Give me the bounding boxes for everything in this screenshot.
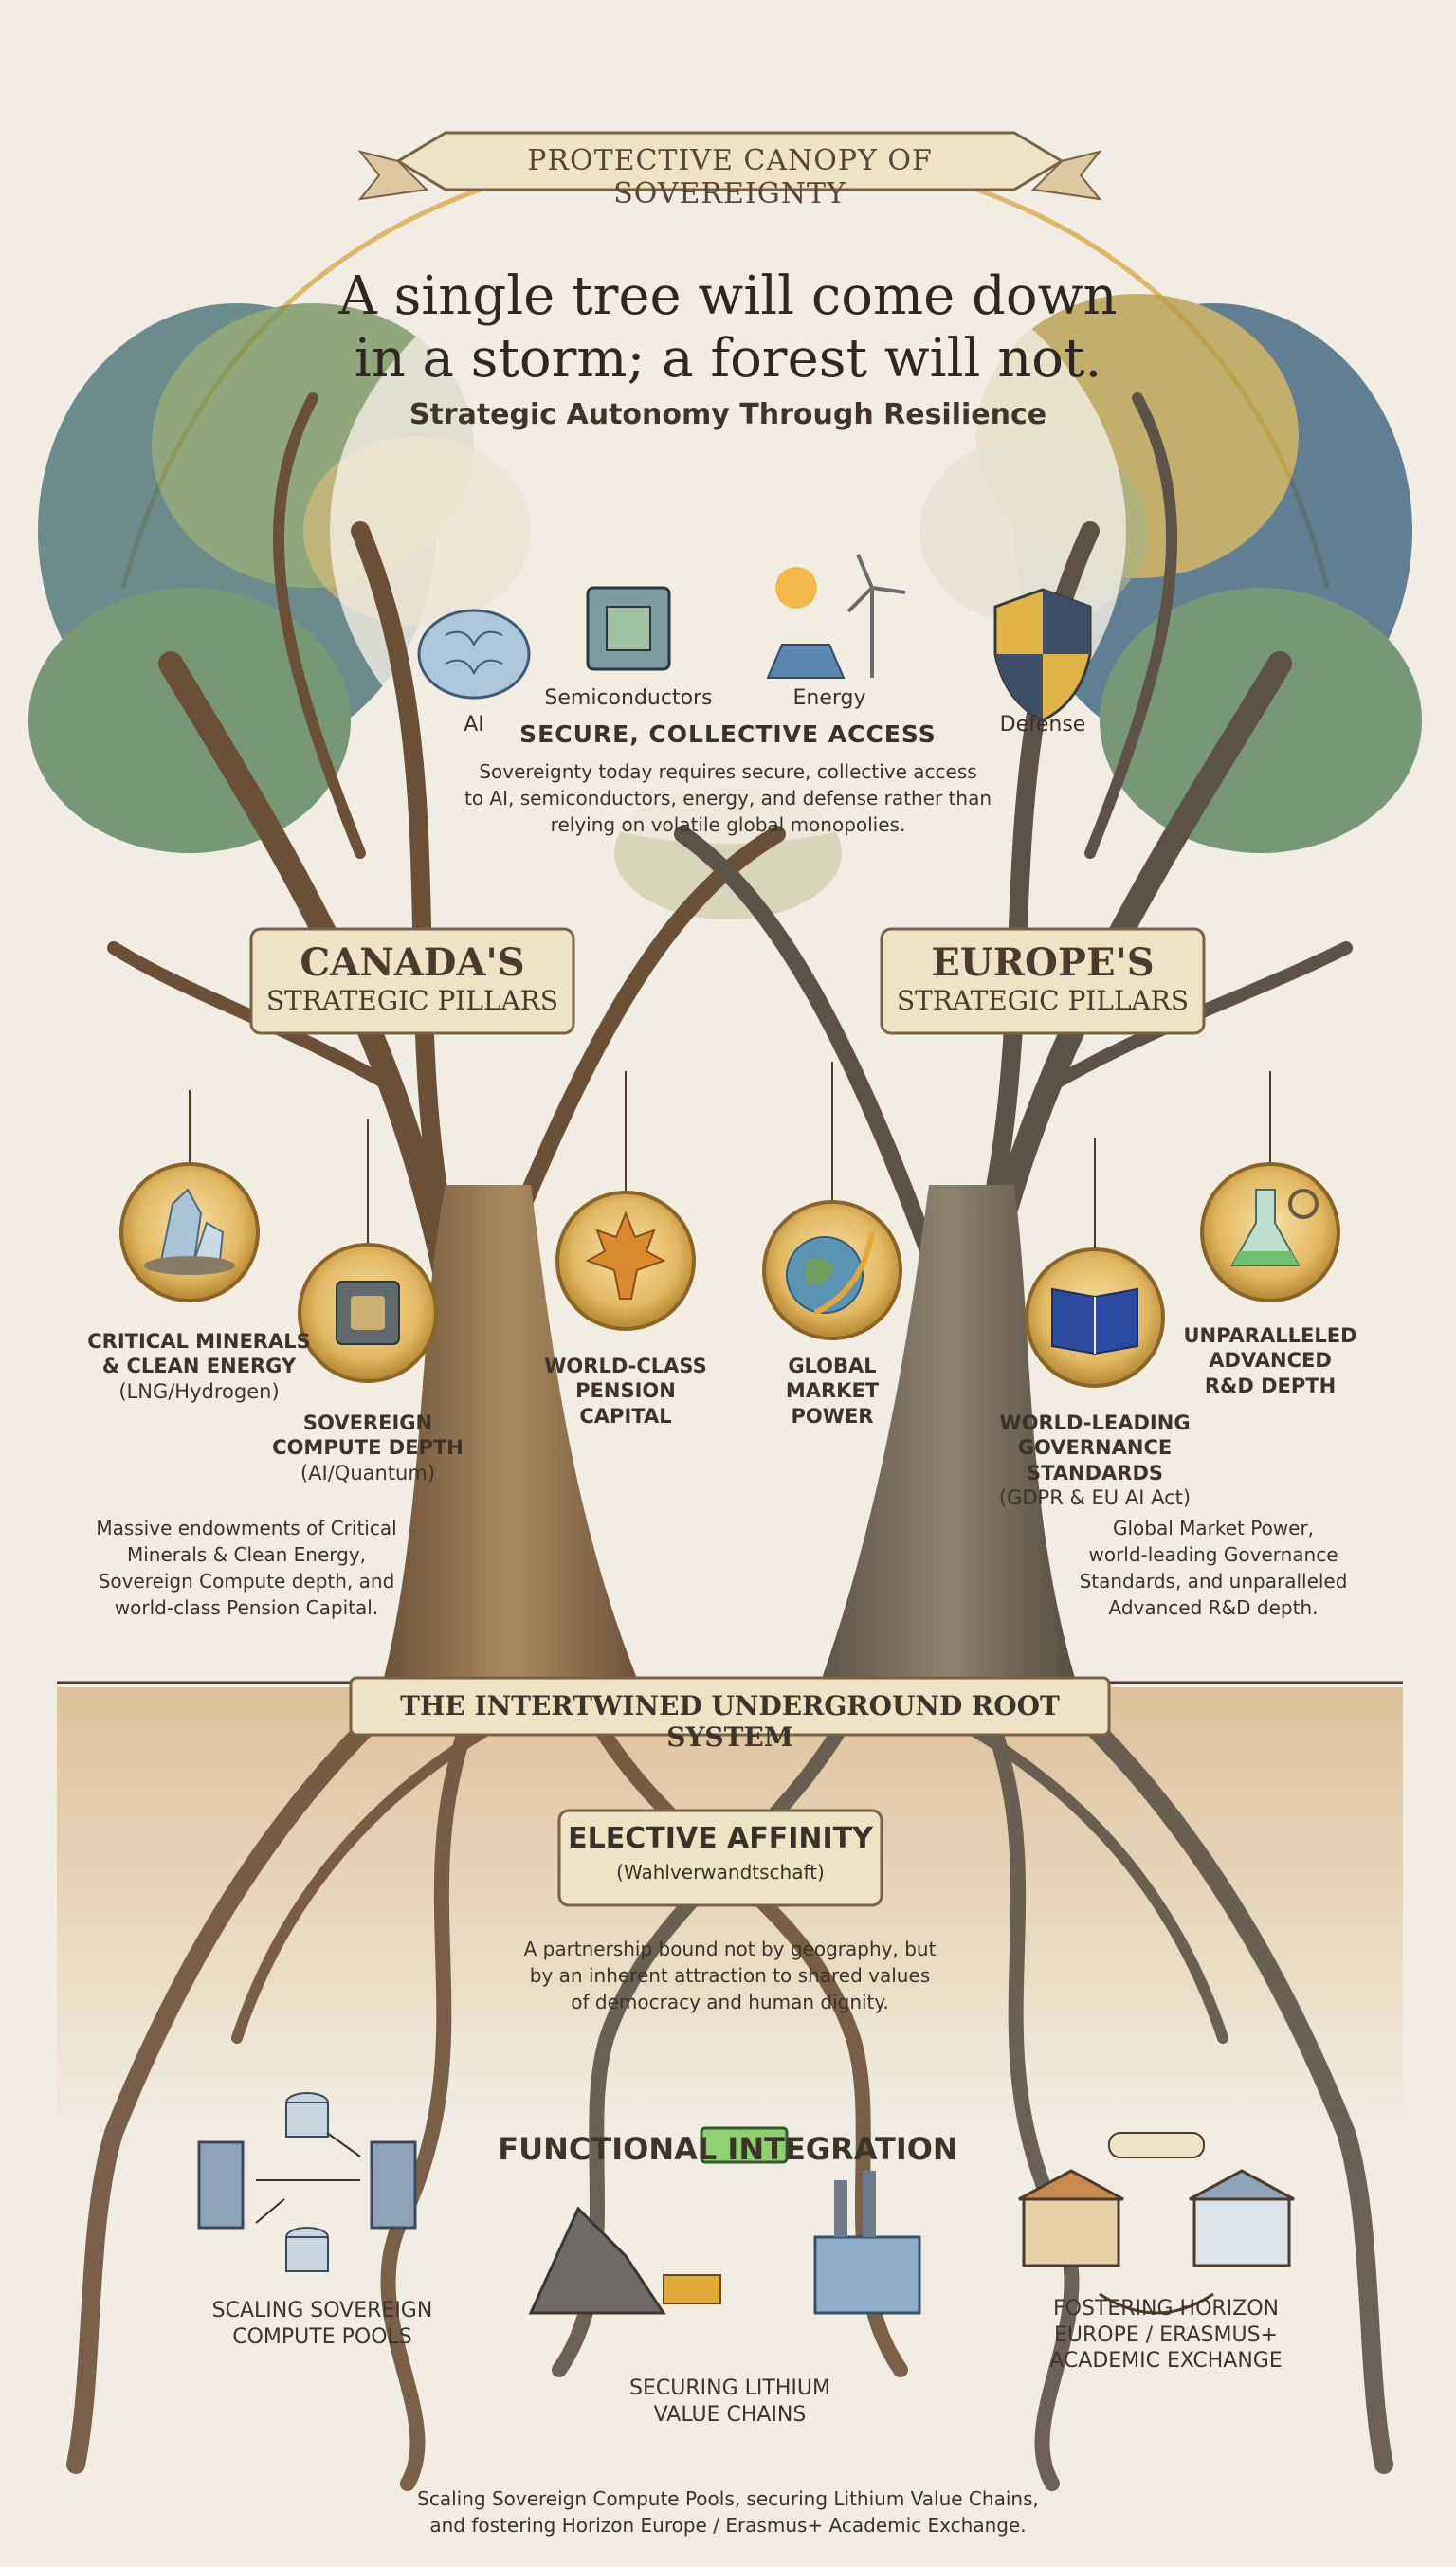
canada-summary-line-1: Massive endowments of Critical — [96, 1517, 397, 1539]
ai-label: AI — [464, 713, 484, 737]
medal-5-line-2: GOVERNANCE — [1017, 1436, 1173, 1460]
integration-3-line-1: FOSTERING HORIZON — [1052, 2297, 1280, 2321]
defense-label: Defense — [999, 713, 1086, 737]
europe-banner-title: EUROPE'S STRATEGIC PILLARS — [882, 940, 1204, 1016]
medal-5-line-3: STANDARDS — [1026, 1461, 1164, 1484]
medal-5-line-1: WORLD-LEADING — [999, 1411, 1191, 1434]
medal-label-global-market: GLOBAL MARKET POWER — [747, 1354, 918, 1429]
medal-6-line-3: R&D DEPTH — [1204, 1374, 1337, 1397]
canada-banner-scroll — [249, 927, 575, 1035]
europe-banner-scroll — [880, 927, 1206, 1035]
medal-4-line-1: GLOBAL — [788, 1355, 877, 1377]
headline-line-1: A single tree will come down — [338, 265, 1118, 327]
canada-summary-line-2: Minerals & Clean Energy, — [126, 1543, 367, 1566]
access-heading: SECURE, COLLECTIVE ACCESS — [519, 720, 937, 748]
europe-banner-line-1: EUROPE'S — [931, 940, 1155, 985]
medal-1-line-1: CRITICAL MINERALS — [87, 1330, 311, 1353]
brain-icon — [417, 609, 531, 700]
semiconductors-label: Semiconductors — [544, 686, 713, 710]
medal-4-line-3: POWER — [791, 1404, 874, 1428]
affinity-title: ELECTIVE AFFINITY (Wahlverwandtschaft) — [559, 1822, 882, 1884]
integration-3-line-3: ACADEMIC EXCHANGE — [1049, 2349, 1283, 2373]
medal-label-rd-depth: UNPARALLELED ADVANCED R&D DEPTH — [1166, 1323, 1374, 1398]
medal-pension-capital — [555, 1191, 696, 1331]
medal-5-line-4: (GDPR & EU AI Act) — [998, 1485, 1192, 1509]
affinity-title-text: ELECTIVE AFFINITY — [568, 1822, 873, 1855]
affinity-description: A partnership bound not by geography, bu… — [455, 1936, 1005, 2015]
medal-2-line-1: SOVEREIGN — [302, 1411, 433, 1434]
medal-sovereign-compute — [298, 1243, 438, 1383]
server-network-icon — [197, 2092, 417, 2272]
access-description-line-2: to AI, semiconductors, energy, and defen… — [464, 787, 992, 810]
solar-wind-icon — [766, 554, 906, 679]
medal-rd-depth — [1200, 1162, 1340, 1302]
medal-3-line-1: WORLD-CLASS — [544, 1355, 707, 1377]
europe-summary-line-1: Global Market Power, — [1112, 1517, 1315, 1539]
europe-summary-line-2: world-leading Governance — [1088, 1543, 1338, 1566]
medal-label-governance-standards: WORLD-LEADING GOVERNANCE STANDARDS (GDPR… — [967, 1411, 1223, 1510]
europe-summary-line-3: Standards, and unparalleled — [1079, 1570, 1348, 1593]
medal-4-line-2: MARKET — [785, 1379, 880, 1403]
integration-label-lithium: SECURING LITHIUM VALUE CHAINS — [607, 2376, 853, 2428]
medal-6-line-2: ADVANCED — [1209, 1349, 1332, 1373]
medal-global-market — [762, 1200, 902, 1340]
lithium-chain-icon — [528, 2126, 921, 2315]
canada-summary: Massive endowments of Critical Minerals … — [85, 1515, 408, 1621]
medal-3-line-3: CAPITAL — [579, 1404, 672, 1428]
integration-label-compute-pools: SCALING SOVEREIGN COMPUTE POOLS — [190, 2298, 455, 2350]
integration-1-line-1: SCALING SOVEREIGN — [211, 2299, 433, 2322]
shield-icon — [993, 588, 1092, 722]
europe-summary: Global Market Power, world-leading Gover… — [1052, 1515, 1374, 1621]
europe-summary-line-4: Advanced R&D depth. — [1108, 1596, 1319, 1619]
integration-1-line-2: COMPUTE POOLS — [232, 2324, 412, 2349]
canada-summary-line-3: Sovereign Compute depth, and — [98, 1570, 395, 1593]
affinity-description-line-3: of democracy and human dignity. — [571, 1991, 889, 2013]
chip-icon — [586, 586, 671, 671]
medal-1-line-3: (LNG/Hydrogen) — [118, 1379, 280, 1403]
canopy-banner-title: PROTECTIVE CANOPY OF SOVEREIGNTY — [527, 144, 933, 210]
canada-banner-title: CANADA'S STRATEGIC PILLARS — [251, 940, 573, 1016]
medal-critical-minerals — [119, 1162, 260, 1302]
functional-heading: FUNCTIONAL INTEGRATION — [498, 2131, 958, 2167]
footer-line-2: and fostering Horizon Europe / Erasmus+ … — [429, 2514, 1027, 2537]
affinity-scroll — [557, 1809, 883, 1907]
integration-label-academic-exchange: FOSTERING HORIZON EUROPE / ERASMUS+ ACAD… — [1024, 2296, 1308, 2375]
medal-label-sovereign-compute: SOVEREIGN COMPUTE DEPTH (AI/Quantum) — [254, 1411, 482, 1485]
access-description-line-1: Sovereignty today requires secure, colle… — [479, 760, 977, 783]
affinity-subtitle-text: (Wahlverwandtschaft) — [616, 1861, 825, 1884]
footer-summary: Scaling Sovereign Compute Pools, securin… — [254, 2485, 1202, 2539]
canada-tree-trunk — [379, 1185, 645, 1697]
europe-banner-line-2: STRATEGIC PILLARS — [896, 985, 1190, 1016]
medal-label-pension-capital: WORLD-CLASS PENSION CAPITAL — [531, 1354, 720, 1429]
affinity-description-line-1: A partnership bound not by geography, bu… — [523, 1938, 937, 1960]
subtitle: Strategic Autonomy Through Resilience — [409, 398, 1047, 431]
headline: A single tree will come down in a storm;… — [284, 265, 1172, 391]
canada-banner-line-1: CANADA'S — [300, 940, 525, 985]
integration-2-line-2: VALUE CHAINS — [653, 2402, 807, 2427]
medal-governance-standards — [1025, 1247, 1165, 1388]
integration-3-line-2: EUROPE / ERASMUS+ — [1054, 2322, 1278, 2347]
medal-label-critical-minerals: CRITICAL MINERALS & CLEAN ENERGY (LNG/Hy… — [66, 1329, 332, 1404]
europe-tree-trunk — [815, 1185, 1081, 1697]
access-description: Sovereignty today requires secure, colle… — [379, 758, 1077, 838]
footer-line-1: Scaling Sovereign Compute Pools, securin… — [417, 2487, 1039, 2510]
root-banner-scroll — [349, 1676, 1111, 1737]
canada-banner-line-2: STRATEGIC PILLARS — [265, 985, 559, 1016]
medal-3-line-2: PENSION — [575, 1379, 676, 1403]
medal-2-line-2: COMPUTE DEPTH — [272, 1436, 464, 1460]
medal-6-line-1: UNPARALLELED — [1183, 1324, 1357, 1347]
medal-2-line-3: (AI/Quantum) — [300, 1461, 436, 1484]
access-description-line-3: relying on volatile global monopolies. — [550, 813, 906, 836]
affinity-description-line-2: by an inherent attraction to shared valu… — [529, 1964, 931, 1987]
integration-2-line-1: SECURING LITHIUM — [629, 2376, 830, 2400]
university-exchange-icon — [1018, 2132, 1295, 2315]
energy-label: Energy — [792, 686, 866, 710]
canada-summary-line-4: world-class Pension Capital. — [114, 1596, 379, 1619]
medal-1-line-2: & CLEAN ENERGY — [101, 1355, 297, 1378]
canopy-banner-ribbon — [357, 131, 1102, 201]
headline-line-2: in a storm; a forest will not. — [354, 328, 1102, 391]
root-banner-title: THE INTERTWINED UNDERGROUND ROOT SYSTEM — [400, 1690, 1060, 1753]
